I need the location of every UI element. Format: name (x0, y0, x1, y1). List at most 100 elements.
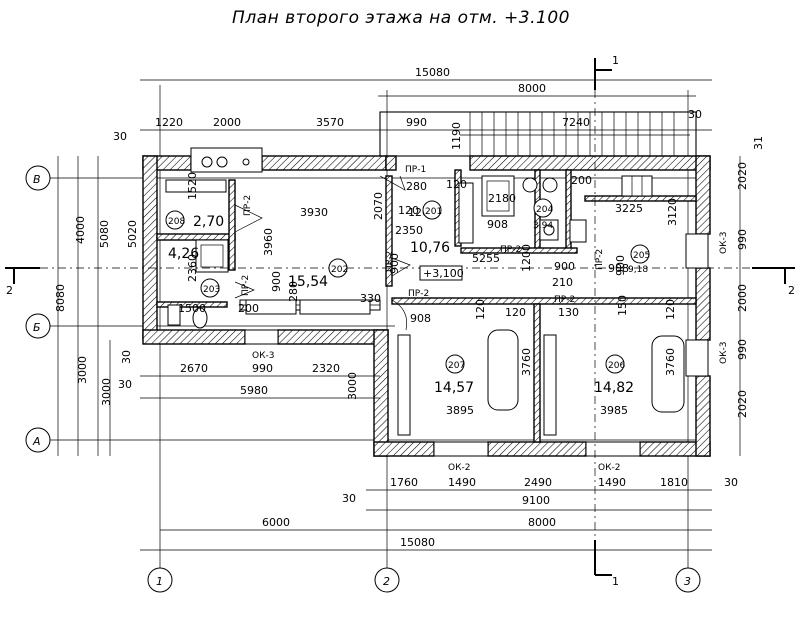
dim-bot-1490b: 1490 (598, 476, 626, 489)
dim-in-1500: 1500 (178, 302, 206, 315)
dim-in-200: 200 (571, 174, 592, 187)
dim-left-5020: 5020 (126, 220, 139, 248)
dim-in-280a: 280 (406, 180, 427, 193)
dim-in-3895: 3895 (446, 404, 474, 417)
dim-in-3225: 3225 (615, 202, 643, 215)
dim-bot-30a: 30 (342, 492, 356, 505)
dim-top-30a: 30 (113, 130, 127, 143)
dim-top-e: 7240 (562, 116, 590, 129)
dim-in-900c: 900 (270, 271, 283, 292)
section-line-1: 1 1 (594, 54, 619, 588)
axis-row-v: В (33, 173, 41, 186)
tag-ok3c: ОК-3 (719, 342, 729, 364)
dim-in-120d: 120 (505, 306, 526, 319)
element-tags: ПР-1 ПР-2 ПР-2 ПР-2 ПР-2 ПР-2 ПР-2 ПР-2 … (241, 165, 729, 473)
dim-left-3000b: 3000 (100, 378, 113, 406)
dim-bot-1490a: 1490 (448, 476, 476, 489)
dim-bot-1810: 1810 (660, 476, 688, 489)
dim-in-120c: 120 (474, 299, 487, 320)
tag-ok3b: ОК-3 (719, 232, 729, 254)
axis-bubbles: 1 2 3 В Б А (25, 165, 701, 593)
room-207-number: 207 (448, 361, 465, 371)
dim-right-990b: 990 (736, 339, 749, 360)
dim-in-908a: 908 (487, 218, 508, 231)
section-side-right: 2 (788, 284, 795, 297)
dim-bot-2490: 2490 (524, 476, 552, 489)
dim-in-908b: 908 (608, 262, 629, 275)
dim-left-5080: 5080 (98, 220, 111, 248)
room-206-area: 14,82 (594, 380, 634, 396)
dim-in-330: 330 (360, 292, 381, 305)
dim-left-30: 30 (120, 350, 133, 364)
room-205-number: 205 (633, 251, 650, 261)
dim-in-2360: 2360 (186, 254, 199, 282)
dim-in-2180: 2180 (488, 192, 516, 205)
room-202-area: 15,54 (288, 274, 328, 290)
dim-top-31: 31 (752, 136, 765, 150)
dim-in-120a: 120 (398, 204, 419, 217)
room-201-number: 201 (425, 207, 442, 217)
dim-in-3960: 3960 (262, 228, 275, 256)
tag-pr2b: ПР-2 (241, 275, 251, 296)
dim-in-900d: 900 (388, 253, 401, 274)
dim-top-a: 1220 (155, 116, 183, 129)
room-203-area: 4,26 (168, 246, 199, 262)
room-208-area: 2,70 (193, 214, 224, 230)
dim-in-2350: 2350 (395, 224, 423, 237)
dim-bot-9100: 9100 (522, 494, 550, 507)
dim-in-3760a: 3760 (520, 348, 533, 376)
dim-in-3930: 3930 (300, 206, 328, 219)
dimension-lines (57, 79, 741, 551)
room-208-number: 208 (168, 217, 185, 227)
dim-in-900b: 900 (614, 255, 627, 276)
tag-pr2a: ПР-2 (243, 195, 253, 216)
axis-col-2: 2 (383, 575, 390, 588)
dim-bot-8000: 8000 (528, 516, 556, 529)
dim-in-3000c: 3000 (346, 372, 359, 400)
dim-right-2020b: 2020 (736, 390, 749, 418)
room-203-number: 203 (203, 285, 220, 295)
axis-col-3: 3 (684, 575, 691, 588)
dim-right-3120: 3120 (666, 198, 679, 226)
section-line-2: 2 2 (5, 267, 795, 297)
dim-bot-1760: 1760 (390, 476, 418, 489)
dim-in-30c: 30 (118, 378, 132, 391)
dim-in-280b: 280 (287, 281, 300, 302)
room-204-number: 204 (536, 205, 553, 215)
dim-bot-total: 15080 (400, 536, 435, 549)
section-label-bottom: 1 (612, 575, 619, 588)
dim-top-total: 15080 (415, 66, 450, 79)
dim-bot-30b: 30 (724, 476, 738, 489)
dim-in-1200: 1200 (520, 244, 533, 272)
tag-pr2e: ПР-2 (500, 245, 521, 255)
dim-bot-6000: 6000 (262, 516, 290, 529)
room-202-number: 202 (331, 265, 348, 275)
dim-in-5255: 5255 (472, 252, 500, 265)
dim-left-8080: 8080 (54, 284, 67, 312)
dim-top-1190: 1190 (450, 122, 463, 150)
tag-pr2d: ПР-2 (408, 289, 429, 299)
dim-in-200b: 200 (238, 302, 259, 315)
dim-right-2020a: 2020 (736, 162, 749, 190)
dim-top-c: 3570 (316, 116, 344, 129)
dim-in-2670: 2670 (180, 362, 208, 375)
axis-row-b: Б (33, 321, 41, 334)
axis-row-a: А (32, 435, 41, 448)
dim-top-d: 990 (406, 116, 427, 129)
dim-top-30b: 30 (688, 108, 702, 121)
room-205-area: 9,18 (628, 265, 648, 275)
dim-in-3760b: 3760 (664, 348, 677, 376)
dim-left-3000a: 3000 (76, 356, 89, 384)
dim-in-130: 130 (558, 306, 579, 319)
doors (234, 175, 411, 331)
dim-top-b: 2000 (213, 116, 241, 129)
dim-right-990a: 990 (736, 229, 749, 250)
room-201-area: 10,76 (410, 240, 450, 256)
dim-in-990: 990 (252, 362, 273, 375)
staircase (379, 111, 697, 157)
dim-right-2000: 2000 (736, 284, 749, 312)
dim-in-2070: 2070 (372, 192, 385, 220)
room-204-area: 3,94 (533, 221, 553, 231)
dim-in-5980: 5980 (240, 384, 268, 397)
